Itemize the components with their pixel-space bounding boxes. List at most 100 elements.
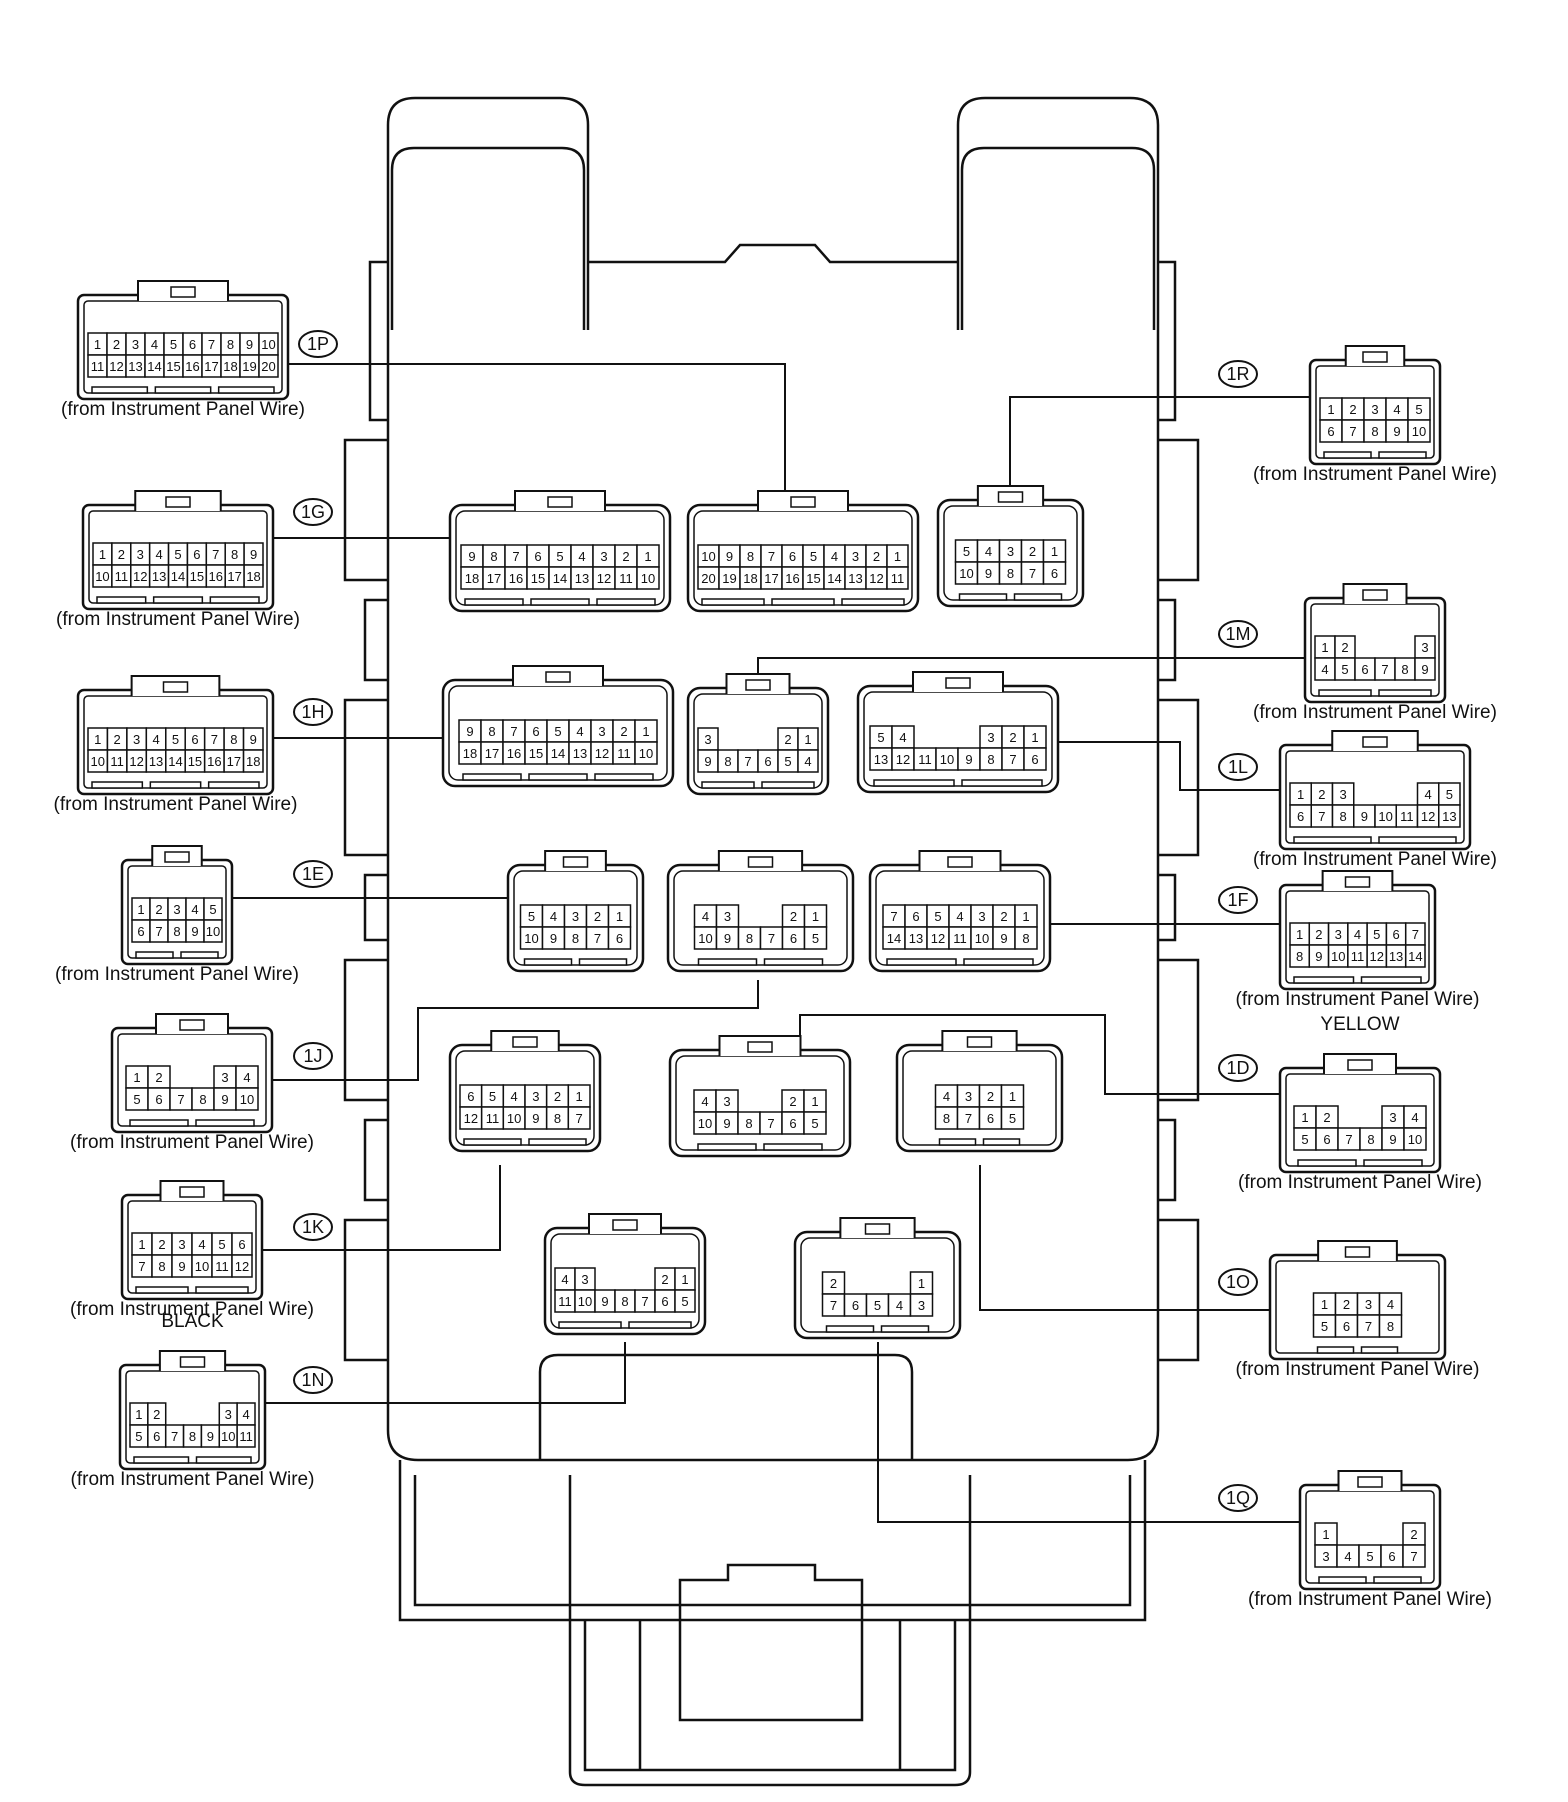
terminal-number: 8 <box>1296 949 1303 964</box>
terminal-number: 6 <box>238 1237 245 1252</box>
terminal-number: 4 <box>576 724 583 739</box>
terminal-number: 16 <box>185 359 199 374</box>
connector-code: 1J <box>303 1046 322 1066</box>
terminal-number: 10 <box>959 566 973 581</box>
connector-code-badge-1e: 1E <box>293 860 333 888</box>
terminal-number: 3 <box>173 902 180 917</box>
terminal-number: 17 <box>204 359 218 374</box>
terminal-number: 2 <box>830 1276 837 1291</box>
terminal-number: 13 <box>1442 809 1456 824</box>
connector-lock-tab <box>464 598 524 606</box>
connector-lock-tab <box>1323 451 1372 459</box>
connector-color-label: YELLOW <box>1320 1014 1399 1035</box>
terminal-cell <box>1042 561 1067 585</box>
terminal-number: 2 <box>622 549 629 564</box>
terminal-number: 2 <box>1349 402 1356 417</box>
terminal-number: 13 <box>575 571 589 586</box>
connector-lock-tab <box>207 781 260 789</box>
connector-code: 1G <box>301 502 325 522</box>
terminal-number: 9 <box>1421 662 1428 677</box>
terminal-number: 13 <box>128 359 142 374</box>
terminal-number: 8 <box>1007 566 1014 581</box>
terminal-number: 6 <box>789 549 796 564</box>
terminal-number: 4 <box>191 902 198 917</box>
terminal-number: 4 <box>1393 402 1400 417</box>
connector-latch-slot <box>747 1041 773 1053</box>
terminal-number: 6 <box>912 909 919 924</box>
connector-latch <box>155 1013 229 1034</box>
terminal-number: 8 <box>230 732 237 747</box>
connector-lock-tab <box>596 598 656 606</box>
terminal-number: 18 <box>246 754 260 769</box>
terminal-cell <box>1407 419 1431 443</box>
connector-lock-tab <box>1293 976 1355 984</box>
terminal-number: 9 <box>601 1294 608 1309</box>
terminal-number: 8 <box>158 1259 165 1274</box>
connector-latch-slot <box>947 856 973 868</box>
connector-latch <box>1337 1470 1403 1491</box>
connector-latch <box>130 675 221 696</box>
terminal-number: 11 <box>215 1259 229 1274</box>
terminal-number: 1 <box>1031 730 1038 745</box>
connector-note: (from Instrument Panel Wire) <box>1248 1589 1492 1610</box>
terminal-number: 4 <box>1344 1549 1351 1564</box>
terminal-number: 5 <box>874 1298 881 1313</box>
terminal-number: 9 <box>1389 1132 1396 1147</box>
terminal-number: 15 <box>188 754 202 769</box>
terminal-number: 14 <box>147 359 161 374</box>
terminal-number: 6 <box>532 724 539 739</box>
terminal-number: 10 <box>641 571 655 586</box>
connector-lock-tab <box>523 958 573 966</box>
terminal-number: 7 <box>1029 566 1036 581</box>
terminal-number: 1 <box>138 1237 145 1252</box>
connector-lock-tab <box>530 598 590 606</box>
connector-lock-tab <box>701 598 765 606</box>
terminal-number: 6 <box>661 1294 668 1309</box>
terminal-number: 10 <box>701 549 715 564</box>
terminal-number: 6 <box>534 549 541 564</box>
connector-latch-slot <box>1344 1246 1371 1258</box>
connector-code-badge-1h: 1H <box>293 698 333 726</box>
terminal-number: 5 <box>489 1089 496 1104</box>
terminal-number: 6 <box>1297 809 1304 824</box>
terminal-number: 4 <box>1411 1110 1418 1125</box>
connector-note: (from Instrument Panel Wire) <box>55 964 299 985</box>
connector-latch-slot <box>745 679 771 691</box>
connector-lock-tab <box>195 1286 249 1294</box>
terminal-number: 7 <box>208 337 215 352</box>
terminal-cell <box>1023 747 1047 771</box>
terminal-number: 8 <box>490 549 497 564</box>
terminal-number: 10 <box>1331 949 1345 964</box>
terminal-number: 5 <box>1009 1111 1016 1126</box>
terminal-cell <box>909 1293 934 1317</box>
terminal-number: 5 <box>218 1237 225 1252</box>
terminal-cell <box>803 926 828 950</box>
terminal-number: 8 <box>943 1111 950 1126</box>
terminal-number: 3 <box>600 549 607 564</box>
connector-latch-slot <box>165 496 191 508</box>
terminal-number: 10 <box>206 924 220 939</box>
connector-code: 1M <box>1225 624 1250 644</box>
terminal-number: 1 <box>135 1407 142 1422</box>
connector-latch <box>912 671 1004 692</box>
connector-lock-tab <box>96 596 147 604</box>
connector-latch <box>158 1350 227 1371</box>
terminal-number: 11 <box>110 754 124 769</box>
connector-latch <box>918 850 1002 871</box>
connector-lock-tab <box>963 958 1034 966</box>
terminal-number: 8 <box>231 547 238 562</box>
connector-lock-tab <box>1293 836 1372 844</box>
terminal-number: 6 <box>1343 1319 1350 1334</box>
connector-lock-tab <box>528 773 588 781</box>
connector-code-badge-1q: 1Q <box>1218 1484 1258 1512</box>
connector-latch-slot <box>179 1019 205 1031</box>
terminal-number: 5 <box>174 547 181 562</box>
terminal-number: 12 <box>869 571 883 586</box>
terminal-cell <box>1403 1127 1427 1151</box>
leader-line-1m <box>757 657 1305 688</box>
terminal-number: 13 <box>874 752 888 767</box>
terminal-number: 18 <box>463 746 477 761</box>
